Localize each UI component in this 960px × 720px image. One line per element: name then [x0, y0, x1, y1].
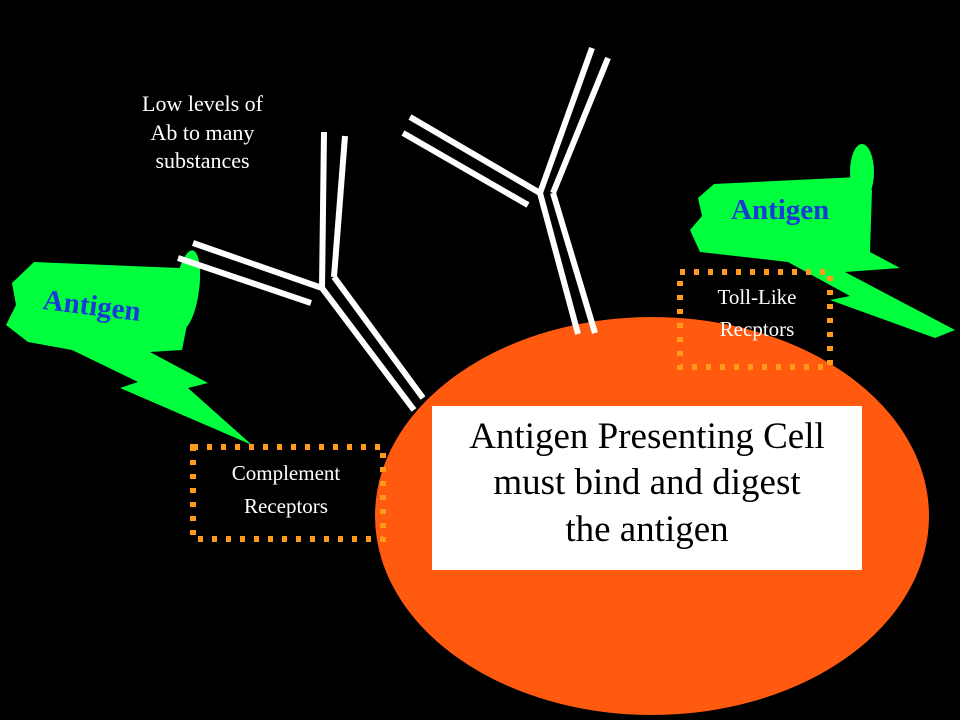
toll-like-line-1: Toll-Like [717, 285, 797, 309]
complement-receptor-label: Complement Receptors [196, 457, 376, 522]
cell-text-line-2: must bind and digest [493, 462, 801, 504]
cell-description-box: Antigen Presenting Cell must bind and di… [432, 406, 862, 570]
antibody-caption-line-2: Ab to many [150, 119, 255, 145]
toll-like-receptor-box [677, 269, 833, 370]
antibody-caption-line-3: substances [155, 148, 250, 174]
antigen-label-right: Antigen [731, 194, 830, 226]
complement-line-2: Receptors [244, 493, 328, 518]
antibody-caption-line-1: Low levels of [142, 91, 263, 116]
antibody-left [177, 131, 426, 412]
antibody-caption: Low levels of Ab to many substances [100, 90, 305, 176]
complement-line-1: Complement [231, 461, 341, 485]
cell-text-line-1: Antigen Presenting Cell [469, 416, 825, 457]
toll-like-line-2: Recptors [719, 316, 795, 341]
toll-like-receptor-label: Toll-Like Recptors [688, 282, 826, 345]
antigen-shape-right [690, 144, 955, 338]
antigen-shape-left [6, 250, 252, 445]
complement-receptor-box [190, 444, 386, 542]
antibody-right [401, 46, 611, 335]
cell-text-line-3: the antigen [565, 508, 729, 550]
